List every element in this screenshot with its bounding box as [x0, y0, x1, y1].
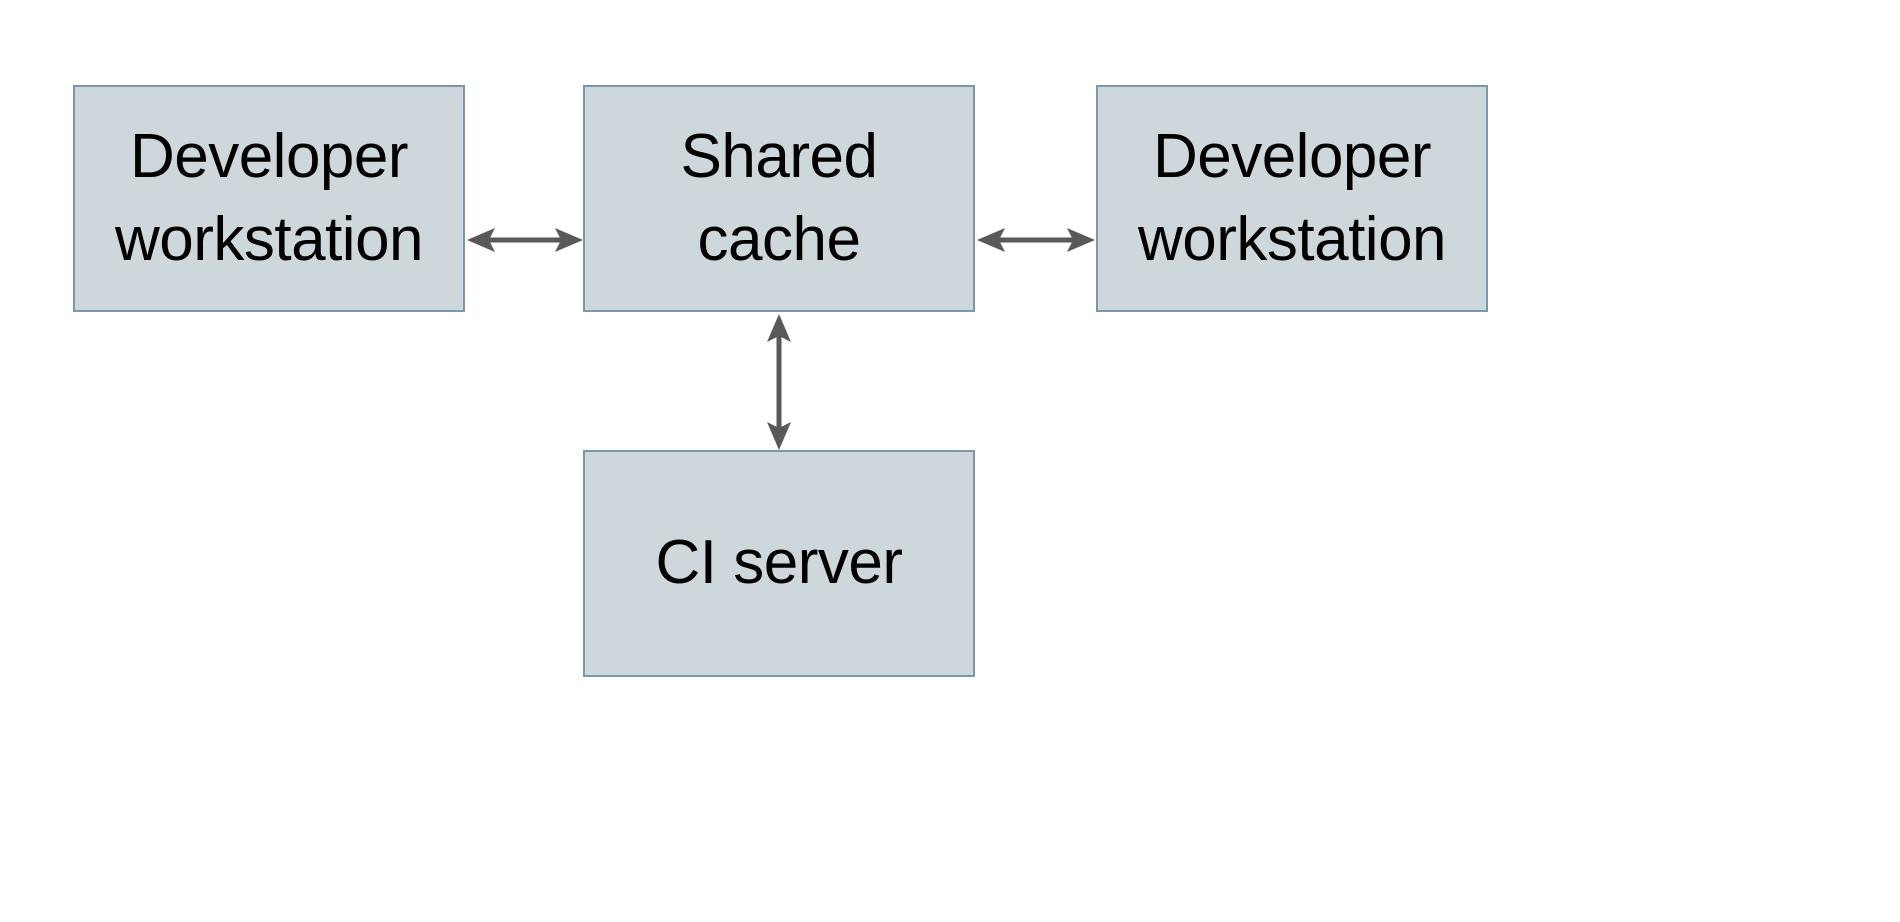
double-arrow-vertical-icon — [767, 314, 791, 450]
node-developer-workstation-left[interactable]: Developer workstation — [73, 85, 465, 312]
node-label-shared-cache: Shared cache — [680, 122, 878, 274]
node-label-developer-workstation-left: Developer workstation — [114, 122, 424, 274]
double-arrow-horizontal-icon — [467, 228, 583, 252]
node-shared-cache[interactable]: Shared cache — [583, 85, 975, 312]
double-arrow-horizontal-icon — [977, 228, 1095, 252]
node-label-ci-server: CI server — [655, 528, 903, 598]
node-ci-server[interactable]: CI server — [583, 450, 975, 677]
edge-shared-cache-to-developer-workstation-right — [975, 215, 1097, 265]
node-label-developer-workstation-right: Developer workstation — [1137, 122, 1447, 274]
node-developer-workstation-right[interactable]: Developer workstation — [1096, 85, 1488, 312]
edge-developer-workstation-left-to-shared-cache — [465, 215, 585, 265]
edge-shared-cache-to-ci-server — [754, 312, 804, 452]
